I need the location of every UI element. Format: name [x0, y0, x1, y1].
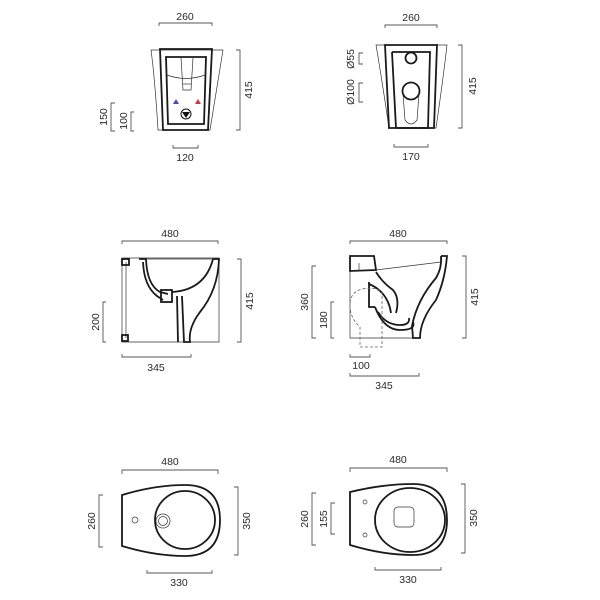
wc-rear-view: 260 415 Ø55 Ø100 170: [345, 12, 479, 163]
dim-bidet-front-width-top: 260: [176, 11, 194, 23]
dim-wc-top-length-bottom: 330: [399, 574, 417, 586]
dim-wc-side-180: 180: [318, 311, 330, 329]
dim-wc-top-260: 260: [299, 510, 311, 528]
dim-bidet-side-height: 415: [244, 292, 256, 310]
dim-bidet-side-length-bottom: 345: [147, 362, 165, 374]
dim-bidet-front-100: 100: [118, 112, 130, 130]
bidet-top-view: 480 260 350 330: [86, 456, 253, 589]
dim-bidet-top-width: 350: [241, 512, 253, 530]
dim-bidet-front-150: 150: [98, 108, 110, 126]
wc-side-view: 480 415 360 180 100 345: [299, 228, 481, 392]
bidet-side-view: 480 415 200 345: [90, 228, 256, 374]
bidet-front-view: 260 415 150 100 120: [98, 11, 255, 164]
dim-wc-side-height: 415: [469, 288, 481, 306]
dim-bidet-top-260: 260: [86, 512, 98, 530]
dim-wc-side-360: 360: [299, 293, 311, 311]
dim-bidet-top-length: 480: [161, 456, 179, 468]
dim-wc-rear-width-bottom: 170: [402, 151, 420, 163]
dim-wc-top-length: 480: [389, 454, 407, 466]
dim-bidet-side-200: 200: [90, 313, 102, 331]
dim-wc-rear-width-top: 260: [402, 12, 420, 24]
dim-wc-side-offset-100: 100: [352, 360, 370, 372]
hot-tap-icon: [195, 99, 201, 104]
dim-wc-rear-height: 415: [467, 77, 479, 95]
dim-wc-top-155: 155: [318, 510, 330, 528]
dim-wc-side-length: 480: [389, 228, 407, 240]
dim-bidet-front-width-bottom: 120: [176, 152, 194, 164]
dim-wc-rear-dia-small: Ø55: [345, 49, 357, 69]
dim-bidet-side-length: 480: [161, 228, 179, 240]
dim-wc-rear-dia-large: Ø100: [345, 79, 357, 105]
dim-bidet-top-length-bottom: 330: [170, 577, 188, 589]
cold-tap-icon: [173, 99, 179, 104]
dim-wc-top-width: 350: [468, 509, 480, 527]
wc-top-view: 480 260 155 350 330: [299, 454, 480, 586]
dim-wc-side-length-bottom: 345: [375, 380, 393, 392]
dim-bidet-front-height: 415: [243, 81, 255, 99]
